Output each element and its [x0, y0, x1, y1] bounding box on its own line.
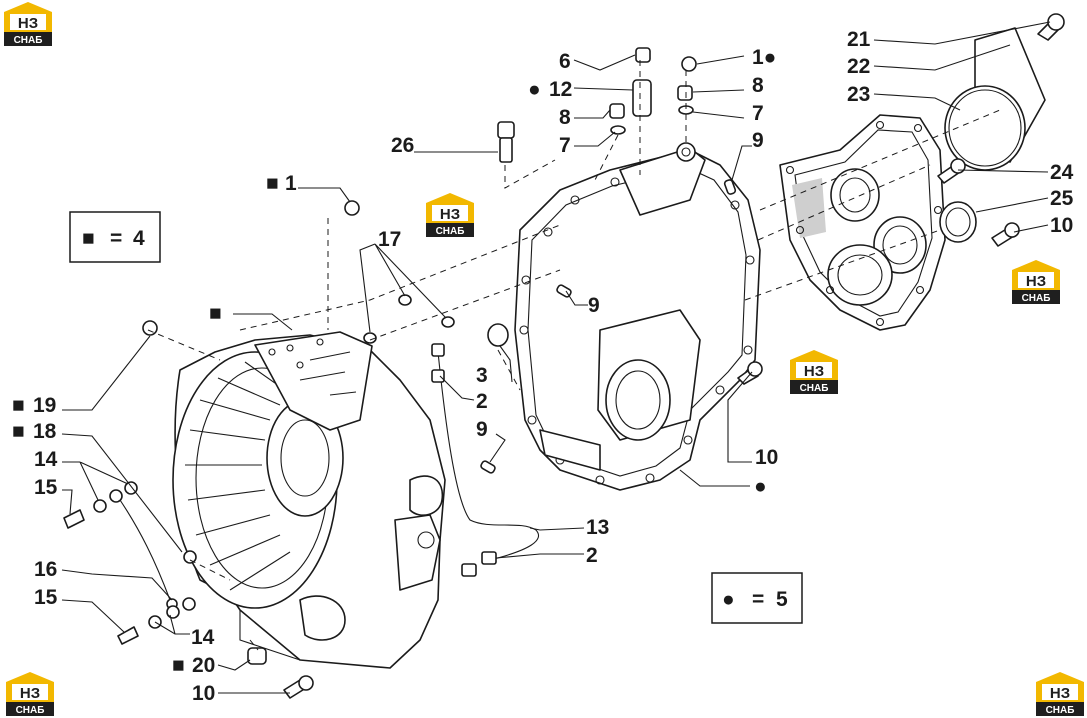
- logo-mark-bottom: СНАБ: [1022, 293, 1051, 304]
- callout-19-prefix: ■: [12, 394, 25, 417]
- legend-circle-symbol: ●: [722, 588, 735, 611]
- callout-9-middle: 9: [588, 294, 600, 317]
- callout-13: 13: [586, 516, 609, 539]
- logo-mark-top: НЗ: [1026, 273, 1046, 290]
- callout-9-top: 9: [752, 129, 764, 152]
- logo-mark-top: НЗ: [804, 363, 824, 380]
- callout-1-square: 1: [285, 172, 297, 195]
- callout-26: 26: [391, 134, 414, 157]
- callout-9-lower: 9: [476, 418, 488, 441]
- brand-logo-watermark-2: НЗ СНАБ: [1012, 260, 1060, 304]
- legend-square-equals: =: [110, 227, 122, 250]
- callout-17: 17: [378, 228, 401, 251]
- callout-6: 6: [559, 50, 571, 73]
- case-bolt-holes: [519, 157, 755, 485]
- logo-mark-top: НЗ: [18, 15, 38, 32]
- rear-bolt-holes: [785, 120, 943, 327]
- callout-25: 25: [1050, 187, 1074, 210]
- logo-mark-top: НЗ: [20, 685, 40, 702]
- center-gear-case: [514, 142, 761, 491]
- leader-lines: [61, 21, 1051, 694]
- callout-18-prefix: ■: [12, 420, 25, 443]
- callout-14-lower: 14: [191, 626, 215, 649]
- callout-16: 16: [34, 558, 57, 581]
- callout-3: 3: [476, 364, 488, 387]
- legend-circle-value: 5: [776, 588, 788, 611]
- callout-7-right: 7: [752, 102, 764, 125]
- callout-labels: 21 22 23 24 25 10 6 1● ● 12 8 8 7 7 9 26…: [12, 28, 1074, 705]
- rear-cover-housing: [779, 114, 946, 331]
- callout-2-upper: 2: [476, 390, 488, 413]
- callout-7-left: 7: [559, 134, 571, 157]
- legend-circle-box: ● = 5: [711, 572, 803, 624]
- callout-14-upper: 14: [34, 448, 58, 471]
- brand-logo-watermark-1: НЗ СНАБ: [426, 193, 474, 237]
- callout-10-bottom: 10: [192, 682, 215, 705]
- callout-case-circle: ●: [754, 475, 767, 498]
- legend-circle-equals: =: [752, 588, 764, 611]
- callout-19: 19: [33, 394, 56, 417]
- logo-mark-top: НЗ: [1050, 685, 1070, 702]
- callout-23: 23: [847, 83, 870, 106]
- logo-mark-bottom: СНАБ: [436, 226, 465, 237]
- logo-mark-bottom: СНАБ: [1046, 705, 1075, 716]
- brand-logo-bottom-right: НЗ СНАБ: [1036, 672, 1084, 716]
- callout-1-circle: 1●: [752, 46, 776, 69]
- callout-15-lower: 15: [34, 586, 58, 609]
- callout-1-square-prefix: ■: [266, 172, 279, 195]
- callout-10-center: 10: [755, 446, 778, 469]
- callout-12: 12: [549, 78, 572, 101]
- callout-housing-square: ■: [209, 302, 222, 325]
- callout-8-left: 8: [559, 106, 571, 129]
- housing-ribs: [185, 361, 293, 591]
- callout-22: 22: [847, 55, 870, 78]
- bell-housing: [172, 331, 446, 669]
- legend-square-value: 4: [133, 227, 145, 250]
- logo-mark-bottom: СНАБ: [800, 383, 829, 394]
- legend-square-symbol: ■: [82, 227, 95, 250]
- callout-12-prefix: ●: [528, 78, 541, 101]
- small-hardware: [63, 13, 1065, 699]
- callout-2-lower: 2: [586, 544, 598, 567]
- assembly-axis-lines: [147, 60, 1001, 651]
- callout-18: 18: [33, 420, 57, 443]
- brand-logo-bottom-left: НЗ СНАБ: [6, 672, 54, 716]
- callout-10-right: 10: [1050, 214, 1073, 237]
- brand-logo-watermark-3: НЗ СНАБ: [790, 350, 838, 394]
- callout-8-right: 8: [752, 74, 764, 97]
- brand-logo-top-left: НЗ СНАБ: [4, 2, 52, 46]
- callout-20-prefix: ■: [172, 654, 185, 677]
- legend-square-box: ■ = 4: [69, 211, 161, 263]
- logo-mark-top: НЗ: [440, 206, 460, 223]
- logo-mark-bottom: СНАБ: [14, 35, 43, 46]
- logo-mark-bottom: СНАБ: [16, 705, 45, 716]
- callout-24: 24: [1050, 161, 1074, 184]
- callout-21: 21: [847, 28, 871, 51]
- callout-20: 20: [192, 654, 215, 677]
- callout-15-upper: 15: [34, 476, 58, 499]
